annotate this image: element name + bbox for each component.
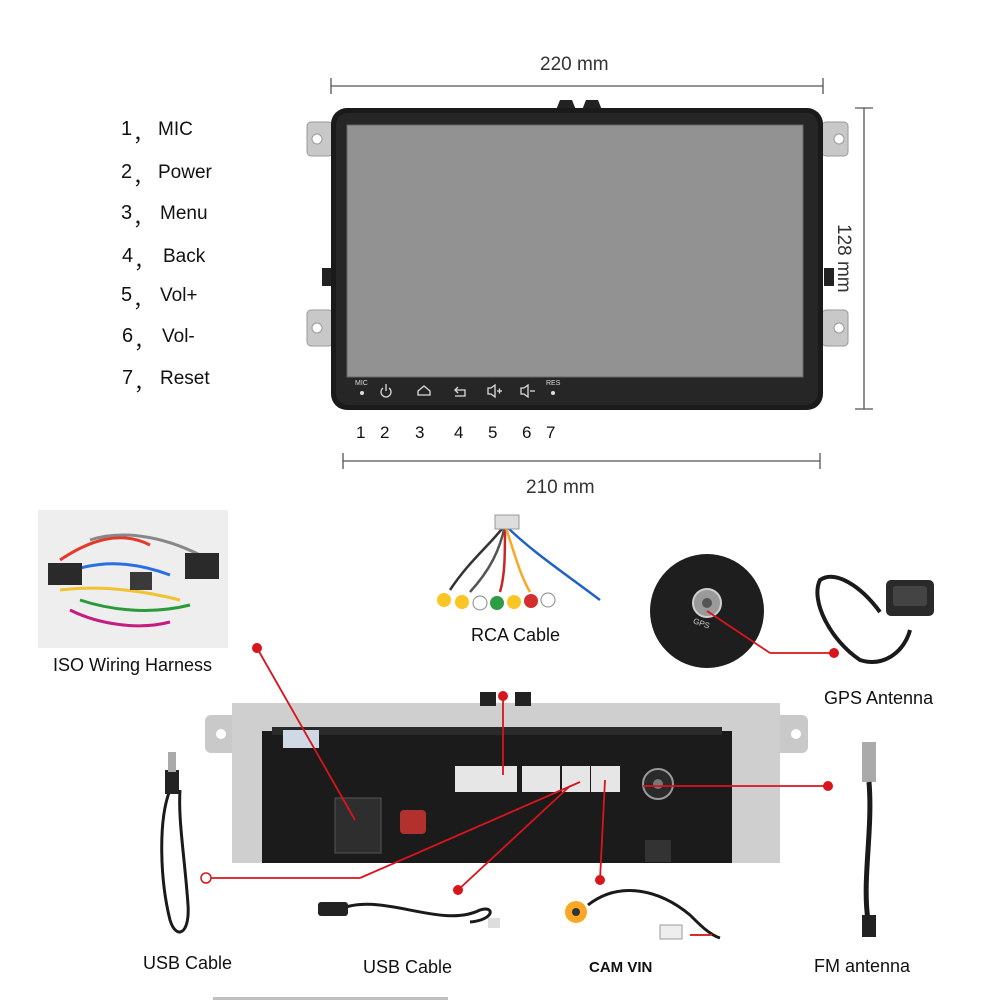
rca-cable-image	[437, 514, 601, 611]
legend-label-mic: MIC	[158, 119, 193, 140]
caption-rca-cable: RCA Cable	[471, 625, 561, 645]
button-number-6: 6	[522, 423, 532, 442]
volume-up-icon	[487, 383, 496, 399]
legend-sep-3: ，	[133, 208, 153, 230]
gps-pointer-line-a	[706, 610, 771, 654]
legend-num-6: 6	[122, 325, 134, 347]
fm-antenna-image	[862, 742, 876, 937]
legend-num-4: 4	[122, 245, 134, 267]
mic-hole	[360, 391, 364, 395]
legend-label-vol-up: Vol+	[160, 285, 198, 306]
legend-sep-5: ，	[133, 290, 153, 312]
button-number-4: 4	[454, 423, 464, 442]
legend-label-reset: Reset	[160, 368, 210, 389]
iso-harness-image	[38, 510, 228, 648]
back-icon	[455, 389, 466, 397]
legend-num-2: 2	[121, 161, 133, 183]
caption-usb-cable-left: USB Cable	[143, 953, 233, 973]
legend-sep-6: ，	[134, 331, 154, 353]
caption-cam-vin: CAM VIN	[589, 959, 653, 976]
legend-num-3: 3	[121, 202, 133, 224]
power-icon	[380, 387, 392, 398]
legend-sep-2: ，	[133, 167, 153, 189]
gps-antenna-image	[815, 574, 934, 664]
legend-label-vol-down: Vol-	[162, 326, 195, 347]
button-number-3: 3	[415, 423, 425, 442]
home-icon	[417, 385, 431, 396]
usb-cable-left-image	[160, 752, 190, 934]
button-number-5: 5	[488, 423, 498, 442]
button-number-2: 2	[380, 423, 390, 442]
front-buttons	[360, 383, 555, 399]
pointer-lines	[206, 647, 828, 891]
legend-sep-7: ，	[134, 373, 154, 395]
dimension-bottom-width: 210 mm	[526, 477, 595, 498]
caption-usb-cable-mid: USB Cable	[363, 957, 453, 977]
screen	[347, 125, 803, 377]
dimension-lines	[330, 78, 873, 469]
legend-label-power: Power	[158, 162, 212, 183]
pointer-ring	[200, 872, 212, 884]
button-number-7: 7	[546, 423, 556, 442]
legend-num-1: 1	[121, 118, 133, 140]
legend-label-menu: Menu	[160, 203, 208, 224]
caption-fm-antenna: FM antenna	[814, 956, 911, 976]
legend-num-7: 7	[122, 367, 134, 389]
usb-cable-mid-image	[318, 902, 500, 928]
gps-pointer-dot	[829, 648, 839, 658]
caption-iso-harness: ISO Wiring Harness	[53, 655, 213, 675]
dimension-top-width: 220 mm	[540, 54, 609, 75]
volume-down-icon	[520, 383, 529, 399]
legend-label-back: Back	[163, 246, 206, 267]
caption-gps-antenna: GPS Antenna	[824, 688, 934, 708]
cam-vin-image	[565, 889, 721, 940]
legend-sep-4: ，	[134, 251, 154, 273]
legend-sep-1: ，	[133, 124, 153, 146]
reset-hole	[551, 391, 555, 395]
res-label: RES	[546, 380, 561, 387]
legend-num-5: 5	[121, 284, 133, 306]
pointer-dots	[252, 643, 833, 895]
button-number-1: 1	[356, 423, 366, 442]
rear-chassis	[205, 692, 808, 863]
mic-label: MIC	[355, 380, 368, 387]
